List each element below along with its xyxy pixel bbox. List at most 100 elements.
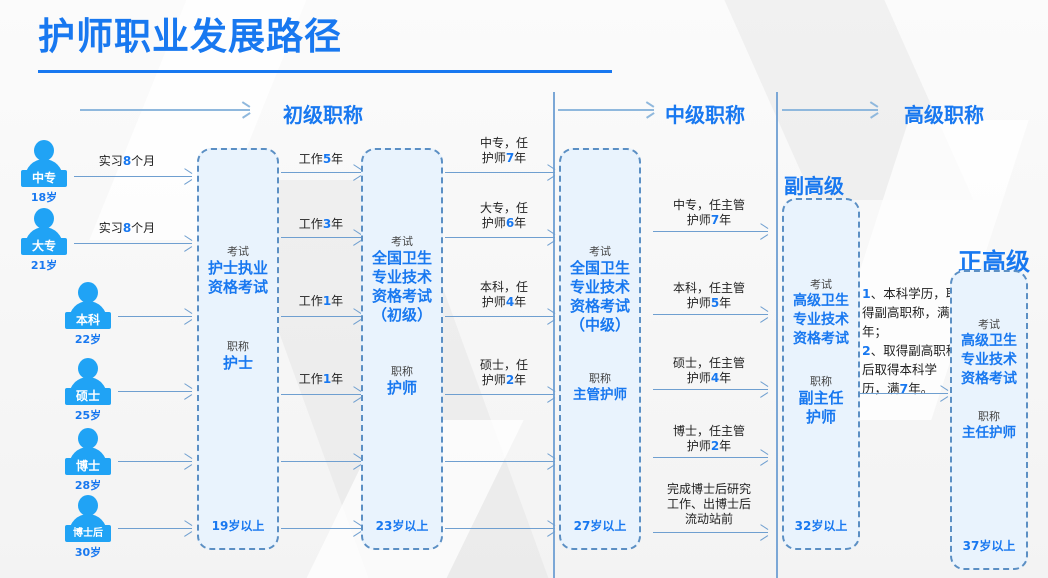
entrant-degree: 大专 <box>21 238 67 255</box>
arrow-head-icon <box>352 456 361 467</box>
box-intermediate-title: 考试 全国卫生 专业技术 资格考试 （中级） 职称 主管护师 27岁以上 <box>559 148 641 550</box>
promo-arrow-label-1: 大专，任 护师6年 <box>479 201 528 230</box>
promo-arrow-label-3: 硕士，任 护师2年 <box>479 358 528 387</box>
arrow-head-icon <box>183 238 192 249</box>
page-title: 护师职业发展路径 <box>38 15 342 58</box>
entrant-age: 22岁 <box>74 333 102 346</box>
entrant-age: 21岁 <box>30 259 58 272</box>
work-arrow-4 <box>281 456 361 467</box>
title-name: 副主任 <box>798 389 844 407</box>
promo-arrow-label-0: 中专，任 护师7年 <box>479 136 528 165</box>
box-age-requirement: 19岁以上 <box>211 519 265 533</box>
arrow-head-icon <box>546 167 555 178</box>
box-age-requirement: 27岁以上 <box>573 519 627 533</box>
arrow-head-icon <box>352 389 361 400</box>
entry-arrow-5 <box>118 523 192 534</box>
senior-arrow-label-3: 博士，任主管 护师2年 <box>672 424 745 453</box>
senior-arrow-2 <box>653 384 768 395</box>
exam-name-line: 护士执业 <box>207 259 268 277</box>
entry-arrow-label-1: 实习8个月 <box>98 221 156 235</box>
work-arrow-label-0: 工作5年 <box>298 152 344 166</box>
entry-arrow-0 <box>74 171 192 182</box>
arrow-head-icon <box>183 386 192 397</box>
title-name: 主任护师 <box>962 425 1016 441</box>
senior-arrow-3 <box>653 452 768 463</box>
exam-name-line: 资格考试 <box>371 287 432 305</box>
title-label: 职称 <box>391 365 413 378</box>
person-head-icon <box>78 495 98 516</box>
senior-arrow-0 <box>653 226 768 237</box>
title-name: 护士 <box>222 354 253 372</box>
stage-arrow-intermediate <box>558 104 654 115</box>
work-arrow-1 <box>281 232 361 243</box>
exam-name-line: 高级卫生 <box>793 293 849 309</box>
person-head-icon <box>78 428 98 449</box>
entrant-icon-0: 中专 18岁 <box>21 140 67 204</box>
exam-name-line: 专业技术 <box>793 312 849 328</box>
senior-promotion-note: 1、本科学历，取得副高职称，满5年； 2、取得副高职称后取得本科学历，满7年。 <box>862 286 959 396</box>
entry-arrow-1 <box>74 238 192 249</box>
exam-name-line: 专业技术 <box>371 268 432 286</box>
senior-arrow-label-4: 完成博士后研究 工作、出博士后 流动站前 <box>666 482 751 526</box>
stage-arrow-primary <box>80 104 250 115</box>
work-arrow-2 <box>281 311 361 322</box>
exam-label: 考试 <box>391 235 413 248</box>
stage-primary-label: 初级职称 <box>283 103 363 127</box>
entrant-icon-4: 博士 28岁 <box>65 428 111 492</box>
arrow-head-icon <box>183 171 192 182</box>
arrow-head-icon <box>241 104 250 115</box>
box-primary-title: 考试 全国卫生 专业技术 资格考试 （初级） 职称 护师 23岁以上 <box>361 148 443 550</box>
arrow-head-icon <box>759 452 768 463</box>
entrant-degree: 本科 <box>65 312 111 329</box>
title-label: 职称 <box>810 375 832 388</box>
person-head-icon <box>78 282 98 303</box>
senior-arrow-label-0: 中专，任主管 护师7年 <box>672 198 745 227</box>
entrant-age: 28岁 <box>74 479 102 492</box>
title-label: 职称 <box>978 410 1000 423</box>
work-arrow-label-2: 工作1年 <box>298 294 344 308</box>
box-full-senior-title: 考试 高级卫生 专业技术 资格考试 职称 主任护师 37岁以上 <box>950 270 1028 570</box>
exam-name-line: （中级） <box>569 316 630 334</box>
exam-name-line: 高级卫生 <box>961 333 1017 349</box>
arrow-head-icon <box>546 311 555 322</box>
senior-arrow-1 <box>653 309 768 320</box>
arrow-head-icon <box>183 523 192 534</box>
entry-arrow-3 <box>118 386 192 397</box>
promo-arrow-4 <box>445 456 555 467</box>
stage-deputy-senior-label: 副高级 <box>784 174 844 198</box>
entrant-degree: 中专 <box>21 170 67 187</box>
entry-arrow-2 <box>118 311 192 322</box>
exam-label: 考试 <box>810 278 832 291</box>
arrow-head-icon <box>183 311 192 322</box>
stage-divider-2 <box>776 92 778 578</box>
stage-intermediate-label: 中级职称 <box>665 103 745 127</box>
work-arrow-3 <box>281 389 361 400</box>
entrant-icon-1: 大专 21岁 <box>21 208 67 272</box>
exam-name-line: （初级） <box>371 306 432 324</box>
arrow-head-icon <box>546 456 555 467</box>
title-underline <box>38 70 612 73</box>
entry-arrow-4 <box>118 456 192 467</box>
exam-name-line: 资格考试 <box>961 371 1017 387</box>
person-head-icon <box>78 358 98 379</box>
exam-name-line: 全国卫生 <box>569 259 630 277</box>
arrow-head-icon <box>546 232 555 243</box>
arrow-head-icon <box>352 311 361 322</box>
promo-arrow-5 <box>445 523 555 534</box>
stage-arrow-senior <box>782 104 878 115</box>
arrow-head-icon <box>759 384 768 395</box>
stage-senior-label: 高级职称 <box>904 103 984 127</box>
promo-arrow-1 <box>445 232 555 243</box>
box-age-requirement: 32岁以上 <box>794 519 848 533</box>
exam-name-line: 资格考试 <box>569 297 630 315</box>
promo-arrow-label-2: 本科，任 护师4年 <box>479 280 528 309</box>
title-label: 职称 <box>227 340 249 353</box>
exam-name-line: 专业技术 <box>569 278 630 296</box>
title-name: 护师 <box>805 408 836 426</box>
person-head-icon <box>34 208 54 229</box>
exam-label: 考试 <box>589 245 611 258</box>
arrow-head-icon <box>352 232 361 243</box>
arrow-head-icon <box>939 388 948 399</box>
title-label: 职称 <box>589 372 611 385</box>
